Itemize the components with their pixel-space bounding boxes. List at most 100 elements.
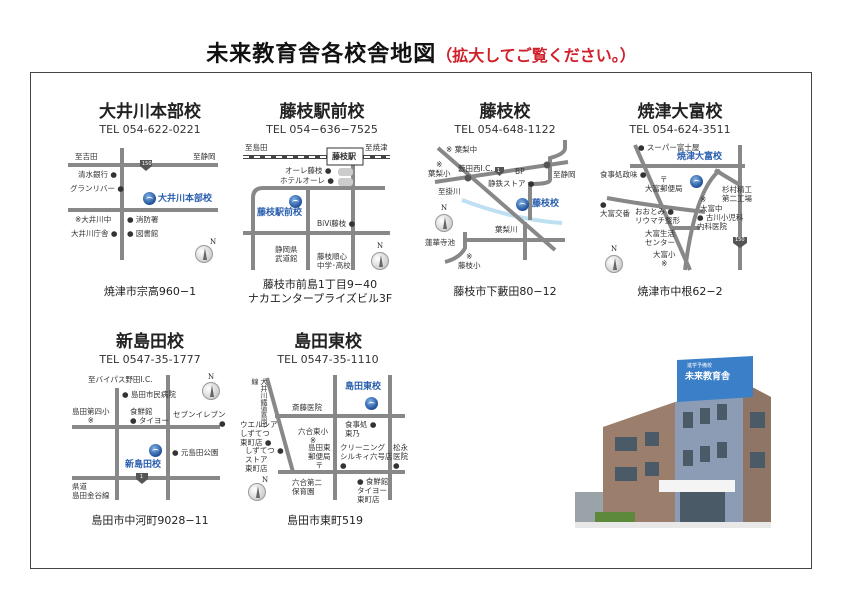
label: 静岡県 武道館 <box>275 245 298 263</box>
roads <box>243 147 390 270</box>
label: クリーニング シルキィ六号店 ● <box>340 443 393 470</box>
map-school-label: 新島田校 <box>125 460 162 470</box>
label: 島田第四小 ※ <box>72 407 110 425</box>
route-label: 150 <box>735 237 745 243</box>
label: 葉梨川 <box>495 225 518 234</box>
label: 至静岡 <box>193 152 216 161</box>
label: 六合第二 保育園 <box>292 478 322 496</box>
school-address: 焼津市宗高960−1 <box>103 285 197 298</box>
compass-north: N <box>208 373 215 381</box>
route-label: 1 <box>140 474 144 480</box>
school-name: 島田東校 <box>294 332 362 352</box>
map-school-label: 島田東校 <box>345 382 382 392</box>
label: グランリバー ● <box>70 184 124 193</box>
label: 大井川庁舎 ● <box>71 229 118 238</box>
label: 島田東 郵便局 〒 <box>308 443 331 470</box>
label: ● 大富交番 <box>600 200 630 218</box>
label: ※ 藤枝小 <box>458 252 481 270</box>
label: セブンイレブン ● <box>173 410 226 428</box>
map-school-label: 藤枝駅前校 <box>257 208 303 218</box>
compass-icon <box>195 245 213 263</box>
railway-label: 大井川鐵道島田線 <box>251 378 268 427</box>
map-school-label: 藤枝校 <box>532 199 560 209</box>
school-tel: TEL 054-648-1122 <box>454 123 556 136</box>
school-name: 藤枝駅前校 <box>279 102 365 122</box>
station-label: 藤枝駅 <box>332 152 356 161</box>
school-name: 大井川本部校 <box>99 102 201 122</box>
school-tel: TEL 054-622-0221 <box>99 123 201 136</box>
label: 至掛川 <box>438 187 461 196</box>
school-tel: TEL 054−636−7525 <box>266 123 378 136</box>
map-school-label: 大井川本部校 <box>158 194 213 204</box>
school-tel: TEL 0547-35-1777 <box>99 353 201 366</box>
school-tel: TEL 0547-35-1110 <box>277 353 379 366</box>
label: 大富小 ※ <box>653 250 676 268</box>
label: ウエルシア しずてつ 東町店 ● <box>240 420 278 447</box>
school-logo-icon <box>365 397 378 410</box>
route-label: 150 <box>142 161 152 167</box>
school-name: 藤枝校 <box>479 102 531 122</box>
label: 至島田 <box>245 143 268 152</box>
building-photo: 進学予備校 未来教育舎 <box>575 342 771 528</box>
compass-north: N <box>611 245 618 253</box>
compass-icon <box>605 255 623 273</box>
title-main: 未来教育舎各校舎地図 <box>206 42 437 67</box>
label: ※ 葉梨中 <box>446 145 478 154</box>
label: 清水銀行 ● <box>78 170 117 179</box>
map-frame <box>30 72 812 569</box>
school-address: 島田市東町519 <box>287 514 363 527</box>
school-address: 藤枝市前島1丁目9−40 ナカエンタープライズビル3F <box>247 278 393 305</box>
map-shimada-higashi: 大井川鐵道島田線 島田東校 斎藤医院 ウエルシア しずてつ 東町店 ● しずてつ… <box>240 370 420 505</box>
school-name: 新島田校 <box>116 332 184 352</box>
label: 松永 医院 ● <box>393 443 408 470</box>
label: BP <box>515 167 525 176</box>
roads <box>72 375 220 500</box>
compass-north: N <box>262 476 269 484</box>
compass-north: N <box>210 238 217 246</box>
school-logo-icon <box>289 195 302 208</box>
map-oigawa: 至吉田 至静岡 清水銀行 ● グランリバー ● 大井川本部校 ※大井川中 ● 消… <box>60 140 240 275</box>
label: 斎藤医院 <box>292 403 322 412</box>
label: 六合東小 ※ <box>298 427 328 445</box>
label: ホテルオーレ ● <box>280 176 334 185</box>
label: ● 島田市民病院 <box>122 390 176 399</box>
school-logo-icon <box>690 175 703 188</box>
compass-icon <box>248 483 266 501</box>
label: 至バイパス野田I.C. <box>88 375 153 384</box>
label: 食事処 ● 東乃 <box>345 420 377 438</box>
label: 県道 島田金谷線 <box>72 482 110 500</box>
label: ※ 葉梨小 <box>428 160 451 178</box>
label: しずてつ ● ストア 東町店 <box>245 446 284 473</box>
school-logo-icon <box>149 444 162 457</box>
sign-main: 未来教育舎 <box>685 372 731 382</box>
compass-north: N <box>377 242 384 250</box>
label: 藤枝順心 中学･高校 <box>317 252 351 270</box>
label: ● 消防署 <box>127 215 159 224</box>
label: 静鉄ストア ● <box>488 179 535 188</box>
sign-top: 進学予備校 <box>687 363 713 369</box>
route-label: 1 <box>497 168 501 174</box>
label: ● スーパー富士屋 <box>638 143 700 152</box>
label: オーレ藤枝 ● <box>285 166 332 175</box>
roads <box>68 148 218 260</box>
label: おおとみ ● リウマチ整形 <box>635 207 680 225</box>
label: 至焼津 <box>365 143 388 152</box>
map-shin-shimada: 至バイパス野田I.C. ● 島田市民病院 島田第四小 ※ 食鮮館 ● タイヨー … <box>60 370 240 505</box>
roads <box>434 140 569 264</box>
school-tel: TEL 054-624-3511 <box>629 123 731 136</box>
label: 杉村精工 第二工場 <box>722 185 752 203</box>
label: 大富生活 センター <box>645 229 675 247</box>
label: ● 元島田公園 <box>172 448 219 457</box>
label: 至静岡 <box>553 170 576 179</box>
school-logo-icon <box>516 198 529 211</box>
label: 食鮮館 ● タイヨー <box>130 407 169 425</box>
label: ● 古川小児科 内科医院 <box>697 213 744 231</box>
compass-north: N <box>441 204 448 212</box>
school-address: 焼津市中根62−2 <box>637 285 723 298</box>
roads <box>606 144 747 271</box>
map-school-label: 焼津大富校 <box>677 152 723 162</box>
label: ※ 大富中 <box>700 195 723 213</box>
label: 藪田西I.C. <box>458 164 493 173</box>
roads <box>265 375 405 500</box>
label: ● 食鮮館 タイヨー 東町店 <box>357 477 389 504</box>
